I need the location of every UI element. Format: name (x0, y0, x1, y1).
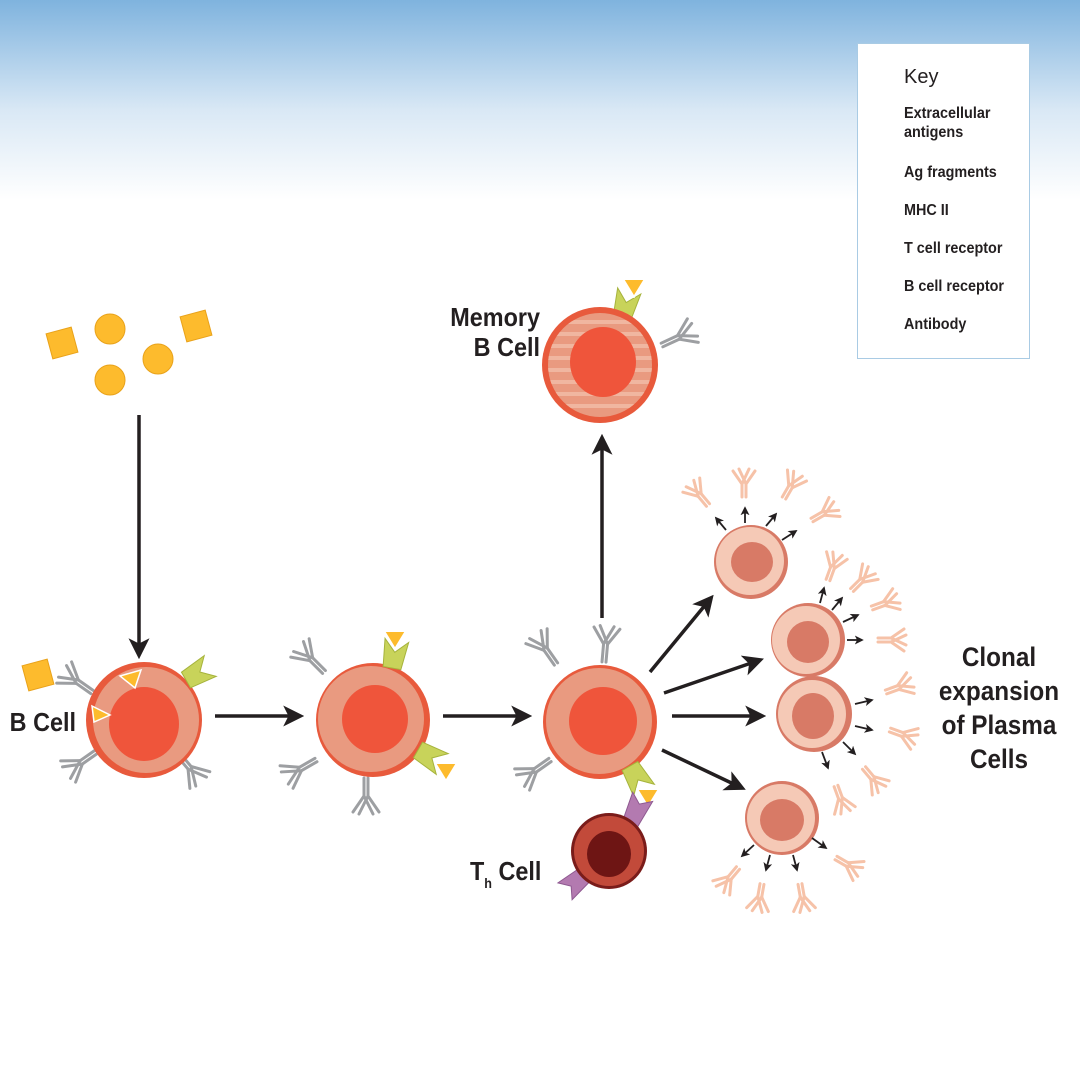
key-item-t-cell-receptor: T cell receptor (904, 239, 1002, 258)
b-cell-label: B Cell (8, 707, 76, 738)
b-cell-label-text: B Cell (9, 707, 76, 737)
secretion-arrows (714, 506, 874, 872)
key-item-0-line2: antigens (904, 124, 964, 142)
clonal-expansion-label: Clonal expansion of Plasma Cells (933, 640, 1064, 776)
th-cell (557, 791, 654, 901)
key-item-extracellular-antigens: Extracellular antigens (904, 104, 990, 142)
key-title: Key (904, 66, 939, 88)
clonal-line1: Clonal (961, 642, 1037, 672)
key-item-mhc-ii: MHC II (904, 201, 949, 220)
extracellular-antigens (45, 309, 213, 396)
key-item-b-cell-receptor: B cell receptor (904, 277, 1004, 296)
key-item-ag-fragments: Ag fragments (904, 163, 997, 182)
memory-label-line1: Memory (450, 302, 540, 332)
th-label-cell: Cell (492, 856, 542, 886)
b-cell-3 (511, 623, 660, 808)
th-cell-label: Th Cell (470, 856, 542, 891)
th-label-t: T (470, 856, 485, 886)
th-label-subscript: h (484, 875, 493, 891)
b-cell-2 (276, 630, 458, 816)
key-item-5-label: Antibody (904, 316, 967, 333)
clonal-line3: of Plasma (941, 710, 1057, 741)
memory-label-line2: B Cell (473, 331, 540, 362)
clonal-line2: expansion (938, 676, 1060, 707)
key-item-2-label: MHC II (904, 202, 949, 219)
memory-b-cell-label: Memory B Cell (414, 302, 540, 363)
key-item-3-label: T cell receptor (904, 240, 1003, 257)
b-cell-1 (21, 655, 217, 792)
key-item-0-line1: Extracellular (904, 105, 991, 122)
plasma-cell-1 (714, 525, 788, 599)
plasma-cell-3 (776, 676, 852, 752)
plasma-cell-2 (771, 603, 845, 677)
flow-arrows (128, 415, 767, 791)
key-item-4-label: B cell receptor (904, 278, 1005, 295)
key-item-1-label: Ag fragments (904, 164, 997, 181)
key-item-antibody: Antibody (904, 315, 966, 334)
plasma-cell-4 (745, 781, 819, 855)
clonal-line4: Cells (969, 744, 1029, 775)
memory-b-cell (542, 278, 702, 423)
key-legend: Key Extracellular antigens Ag fragments … (857, 43, 1030, 359)
